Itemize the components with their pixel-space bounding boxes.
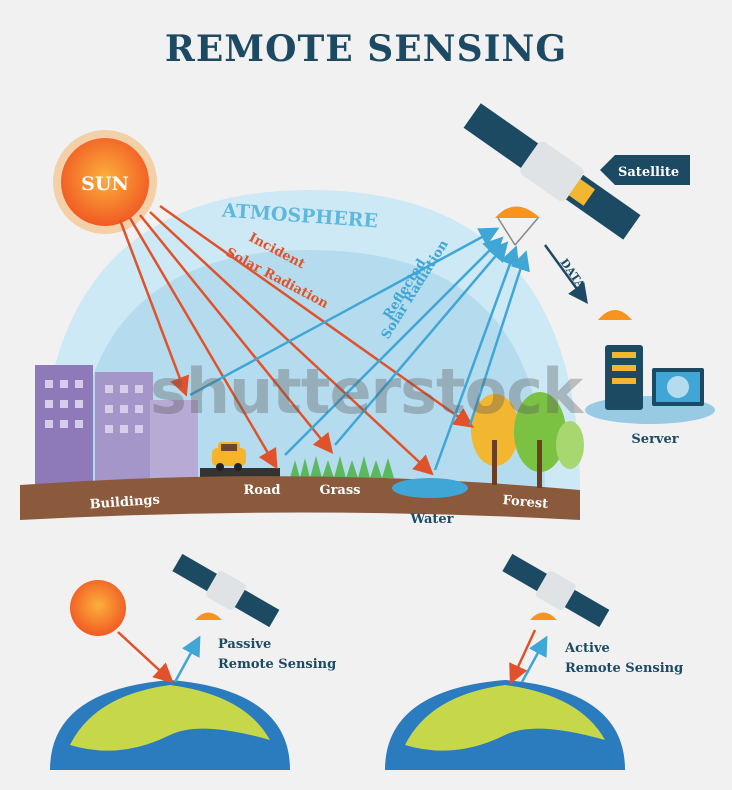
satellite-icon <box>463 103 641 246</box>
reflected-radiation-arrows <box>189 227 530 471</box>
road-label: Road <box>244 483 281 498</box>
active-label-line2: Remote Sensing <box>565 661 683 676</box>
sun-icon <box>53 130 157 234</box>
road-icon <box>200 468 280 478</box>
passive-label-line2: Remote Sensing <box>218 657 336 672</box>
watermark: shutterstock <box>150 355 583 428</box>
active-panel <box>385 553 625 770</box>
satellite-tag <box>600 155 690 185</box>
buildings-icon <box>35 365 198 485</box>
data-arrow <box>543 244 588 305</box>
forest-label: Forest <box>502 493 549 512</box>
grass-icon <box>290 456 394 478</box>
water-icon <box>392 478 468 498</box>
satellite-label: Satellite <box>618 165 679 180</box>
forest-icon <box>471 392 584 488</box>
water-label: Water <box>409 512 453 527</box>
grass-label: Grass <box>319 483 360 498</box>
data-label: DATA <box>558 256 588 291</box>
server-label: Server <box>631 432 678 447</box>
active-label-line1: Active <box>564 641 610 656</box>
page-title: REMOTE SENSING <box>164 28 568 70</box>
car-icon <box>212 442 246 471</box>
server-icon <box>585 310 715 424</box>
passive-sun-icon <box>70 580 126 636</box>
passive-label-line1: Passive <box>218 637 271 652</box>
passive-panel <box>50 553 290 770</box>
sun-label: SUN <box>81 173 129 195</box>
buildings-label: Buildings <box>89 493 160 513</box>
